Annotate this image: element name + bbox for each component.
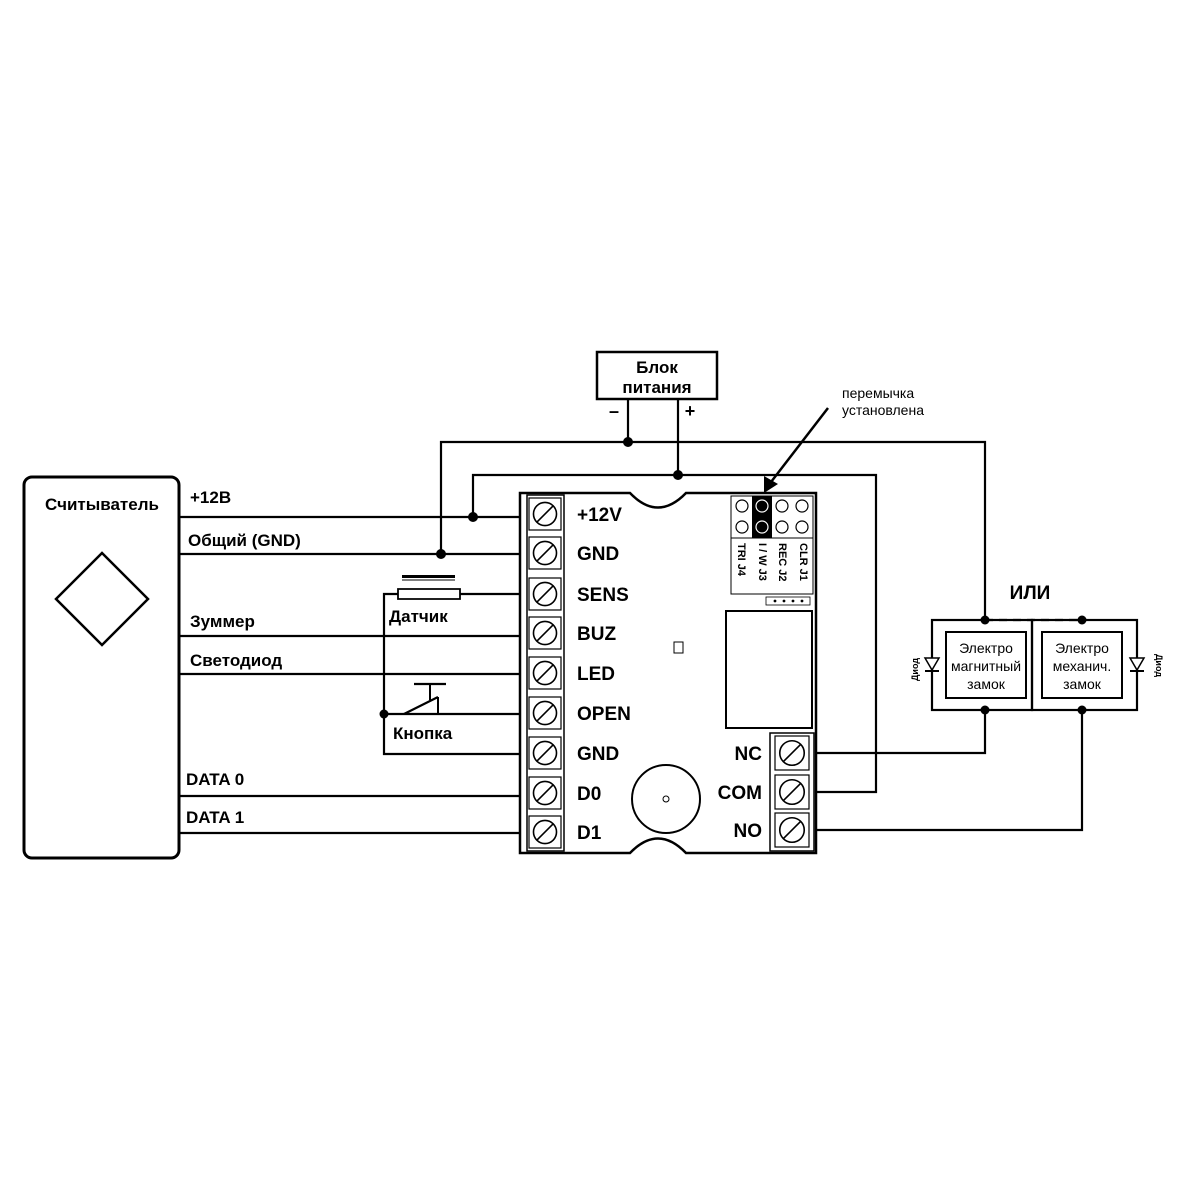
terminal-label-led: LED <box>577 664 615 685</box>
psu-label-line2: питания <box>622 378 691 397</box>
jumper-note-arrow-line <box>770 407 829 483</box>
wire-psu-minus <box>439 440 987 620</box>
jumper-header: CLR J1 REC J2 I / W J3 TRI J4 <box>730 495 814 606</box>
junction-dot <box>379 709 389 719</box>
terminal-label-gnd: GND <box>577 544 619 565</box>
terminal-screw-0 <box>528 497 562 531</box>
door-sensor: Датчик <box>389 575 461 626</box>
jumper-pins <box>735 499 809 534</box>
small-connector <box>765 596 811 606</box>
jumper-pin <box>755 499 769 513</box>
wire-label-data0: DATA 0 <box>186 770 244 789</box>
power-supply: Блок питания – + <box>595 350 719 421</box>
psu-label-line1: Блок <box>636 358 678 377</box>
junction-dot <box>623 437 633 447</box>
mechanical-lock-line3: замок <box>1063 676 1102 692</box>
psu-box <box>595 350 719 401</box>
terminal-label-d1: D1 <box>577 823 602 844</box>
reader-title: Считыватель <box>45 495 159 514</box>
terminal-screw-8 <box>528 815 562 849</box>
reader-box <box>22 475 181 860</box>
junction-dot <box>673 470 683 480</box>
relay-terminal-screw-1 <box>774 774 810 810</box>
jumper-pin <box>775 520 789 534</box>
relay <box>725 610 813 729</box>
led-indicator <box>673 641 684 654</box>
wire-label-plus12: +12В <box>190 488 231 507</box>
jumper-label-j4: TRI J4 <box>735 543 747 577</box>
terminal-label-buz: BUZ <box>577 624 616 645</box>
jumper-pin <box>735 499 749 513</box>
relay-terminal-label-nc: NC <box>735 744 763 765</box>
button-contact <box>403 696 439 715</box>
relay-terminal-label-no: NO <box>734 821 763 842</box>
mechanical-lock: Электро механич. замок Диод <box>1030 618 1164 712</box>
mechanical-lock-line1: Электро <box>1055 640 1109 656</box>
jumper-note-arrow-head <box>764 476 778 493</box>
or-label: ИЛИ <box>1010 583 1051 604</box>
wire-label-data1: DATA 1 <box>186 808 244 827</box>
junctions <box>379 437 1087 719</box>
relay-terminal-screw-2 <box>774 812 810 848</box>
mechanical-lock-line2: механич. <box>1053 658 1111 674</box>
relay-terminal-screw-0 <box>774 735 810 771</box>
jumper-label-j3: I / W J3 <box>756 543 768 581</box>
terminal-screw-4 <box>528 656 562 690</box>
button-label: Кнопка <box>393 724 453 743</box>
right-terminals: NC COM NO <box>718 735 810 848</box>
wire-label-gnd: Общий (GND) <box>188 531 301 550</box>
magnetic-lock-line1: Электро <box>959 640 1013 656</box>
jumper-label-j2: REC J2 <box>776 543 788 582</box>
wire-no <box>816 710 1084 832</box>
wire-nc <box>816 710 987 755</box>
diode-label-left: Диод <box>910 658 920 681</box>
diode-icon <box>923 657 941 672</box>
terminal-screw-3 <box>528 616 562 650</box>
diode-label-right: Диод <box>1154 654 1164 677</box>
jumper-pin <box>735 520 749 534</box>
jumper-note: перемычка установлена <box>764 385 924 493</box>
jumper-note-line2: установлена <box>842 402 924 418</box>
junction-dot <box>436 549 446 559</box>
psu-minus-sign: – <box>609 401 619 421</box>
terminal-label-12v: +12V <box>577 505 622 526</box>
reader: Считыватель <box>22 475 181 860</box>
sensor-label: Датчик <box>389 607 448 626</box>
sensor-magnet <box>402 575 455 578</box>
buzzer-hole <box>662 795 670 803</box>
jumper-pin <box>795 499 809 513</box>
terminal-label-d0: D0 <box>577 784 601 805</box>
jumper-note-line1: перемычка <box>842 385 914 401</box>
jumper-pin <box>755 520 769 534</box>
magnetic-lock-line3: замок <box>967 676 1006 692</box>
mechanical-lock-box <box>1041 631 1123 699</box>
psu-plus-sign: + <box>685 401 696 421</box>
jumper-label-j1: CLR J1 <box>797 543 809 581</box>
terminal-screw-5 <box>528 696 562 730</box>
magnetic-lock-line2: магнитный <box>951 658 1021 674</box>
magnetic-lock-box <box>945 631 1027 699</box>
diode-icon <box>1128 657 1146 672</box>
junction-dot <box>468 512 478 522</box>
magnetic-lock: Электро магнитный замок Диод <box>910 618 1034 712</box>
terminal-screw-2 <box>528 577 562 611</box>
sensor-reed-switch <box>397 588 461 600</box>
terminal-label-gnd: GND <box>577 744 619 765</box>
exit-button: Кнопка <box>393 682 453 743</box>
wire-label-buzzer: Зуммер <box>190 612 255 631</box>
terminal-screw-1 <box>528 536 562 570</box>
wire-psu-plus <box>471 473 878 794</box>
terminal-screw-6 <box>528 736 562 770</box>
terminal-label-sens: SENS <box>577 585 629 606</box>
terminal-label-open: OPEN <box>577 704 631 725</box>
relay-terminal-label-com: COM <box>718 783 762 804</box>
jumper-pin <box>795 520 809 534</box>
jumper-pin <box>775 499 789 513</box>
reader-antenna-icon <box>54 551 150 647</box>
wire-label-led: Светодиод <box>190 651 282 670</box>
terminal-screw-7 <box>528 776 562 810</box>
